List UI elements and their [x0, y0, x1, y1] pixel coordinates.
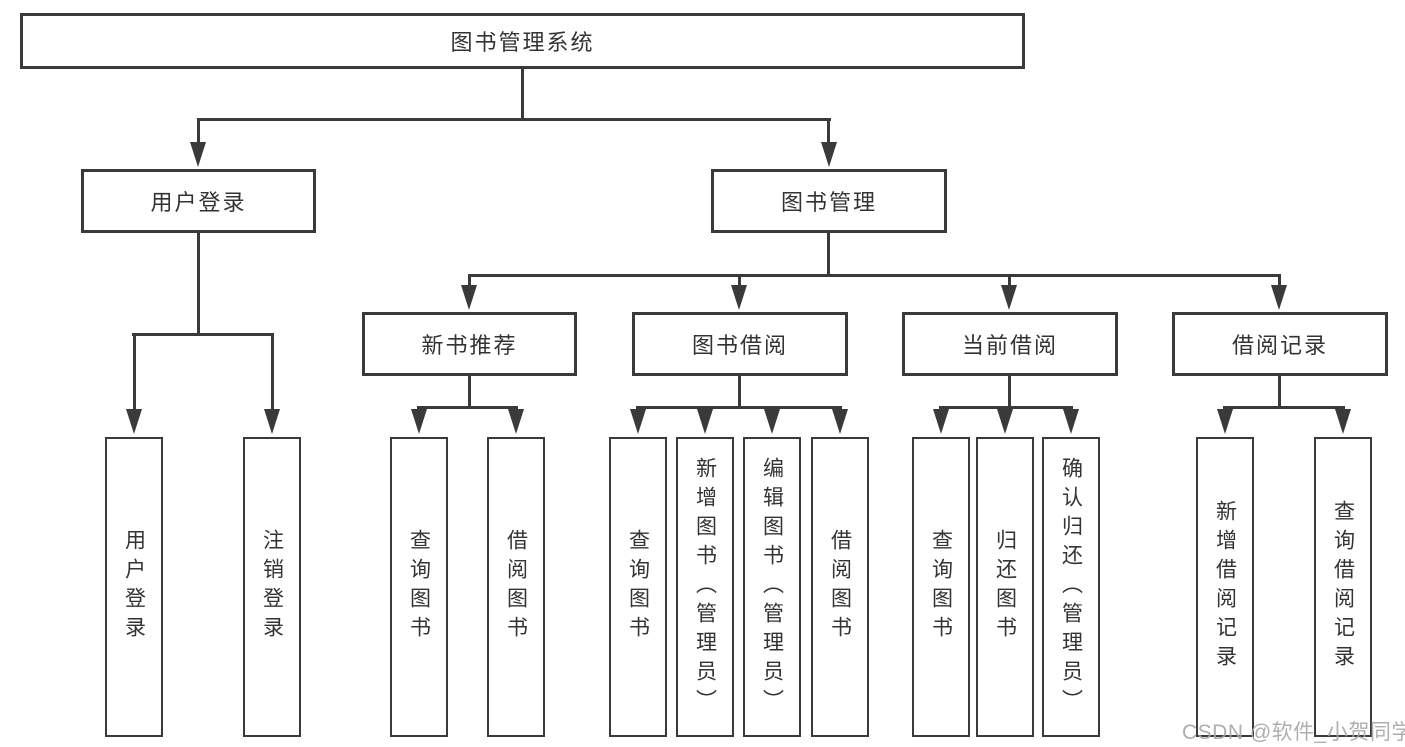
- arrow-down-icon: [461, 285, 477, 310]
- node-current-borrow: 当前借阅: [902, 312, 1118, 376]
- leaf-edit-books-admin: 编辑图书（管理员）: [743, 437, 801, 737]
- arrow-down-icon: [731, 285, 747, 310]
- node-book-management: 图书管理: [711, 169, 947, 233]
- connector-line: [197, 233, 200, 336]
- leaf-user-login: 用户登录: [105, 437, 163, 737]
- node-label: 图书管理: [780, 190, 877, 215]
- leaf-borrow-books-recommend: 借阅图书: [487, 437, 545, 737]
- arrow-down-icon: [1063, 409, 1079, 434]
- leaf-confirm-return-admin: 确认归还（管理员）: [1042, 437, 1100, 737]
- connector-line: [827, 118, 830, 146]
- connector-line: [133, 333, 136, 411]
- connector-line: [738, 274, 741, 287]
- connector-line: [468, 274, 1281, 277]
- arrow-down-icon: [126, 409, 142, 434]
- node-label: 用户登录: [150, 190, 247, 215]
- arrow-down-icon: [190, 142, 206, 167]
- leaf-add-books-admin: 新增图书（管理员）: [676, 437, 734, 737]
- leaf-query-books-borrow: 查询图书: [609, 437, 667, 737]
- leaf-return-books: 归还图书: [976, 437, 1034, 737]
- node-label: 新书推荐: [421, 333, 518, 358]
- node-borrow-records: 借阅记录: [1172, 312, 1388, 376]
- leaf-borrow-books: 借阅图书: [811, 437, 869, 737]
- connector-line: [417, 406, 518, 409]
- arrow-down-icon: [1271, 285, 1287, 310]
- connector-line: [1008, 274, 1011, 287]
- connector-line: [468, 274, 471, 287]
- leaf-query-books-current: 查询图书: [912, 437, 970, 737]
- connector-line: [132, 333, 274, 336]
- connector-line: [1278, 376, 1281, 406]
- connector-line: [939, 406, 1073, 409]
- connector-line: [197, 118, 831, 121]
- arrow-down-icon: [933, 409, 949, 434]
- node-label: 新增借阅记录: [1213, 500, 1237, 674]
- arrow-down-icon: [508, 409, 524, 434]
- node-label: 用户登录: [122, 529, 146, 645]
- connector-line: [271, 333, 274, 411]
- arrow-down-icon: [264, 409, 280, 434]
- node-label: 查询图书: [407, 529, 431, 645]
- node-label: 借阅记录: [1231, 333, 1328, 358]
- arrow-down-icon: [1217, 409, 1233, 434]
- node-user-login: 用户登录: [81, 169, 316, 233]
- connector-line: [738, 376, 741, 406]
- connector-line: [636, 406, 842, 409]
- node-book-borrow: 图书借阅: [632, 312, 848, 376]
- node-label: 查询借阅记录: [1331, 500, 1355, 674]
- leaf-query-borrow-record: 查询借阅记录: [1314, 437, 1372, 737]
- arrow-down-icon: [1001, 285, 1017, 310]
- connector-line: [197, 118, 200, 146]
- arrow-down-icon: [1335, 409, 1351, 434]
- node-new-book-recommend: 新书推荐: [362, 312, 577, 376]
- watermark: CSDN @软件_小贺同学: [1182, 721, 1405, 744]
- leaf-query-books-recommend: 查询图书: [390, 437, 448, 737]
- connector-line: [468, 376, 471, 406]
- node-label: 图书管理系统: [450, 30, 595, 55]
- connector-line: [521, 69, 524, 118]
- node-label: 归还图书: [993, 529, 1017, 645]
- connector-line: [1278, 274, 1281, 287]
- node-label: 查询图书: [929, 529, 953, 645]
- node-label: 确认归还（管理员）: [1059, 456, 1083, 718]
- node-label: 注销登录: [260, 529, 284, 645]
- connector-line: [827, 233, 830, 276]
- connector-line: [1008, 376, 1011, 406]
- arrow-down-icon: [821, 142, 837, 167]
- leaf-logout: 注销登录: [243, 437, 301, 737]
- node-label: 借阅图书: [504, 529, 528, 645]
- node-label: 图书借阅: [691, 333, 788, 358]
- arrow-down-icon: [997, 409, 1013, 434]
- arrow-down-icon: [697, 409, 713, 434]
- arrow-down-icon: [630, 409, 646, 434]
- node-label: 查询图书: [626, 529, 650, 645]
- arrow-down-icon: [832, 409, 848, 434]
- node-label: 借阅图书: [828, 529, 852, 645]
- leaf-add-borrow-record: 新增借阅记录: [1196, 437, 1254, 737]
- arrow-down-icon: [764, 409, 780, 434]
- arrow-down-icon: [411, 409, 427, 434]
- node-label: 编辑图书（管理员）: [760, 456, 784, 718]
- node-label: 当前借阅: [961, 333, 1058, 358]
- node-label: 新增图书（管理员）: [693, 456, 717, 718]
- connector-line: [1223, 406, 1345, 409]
- node-root-library-system: 图书管理系统: [20, 13, 1025, 69]
